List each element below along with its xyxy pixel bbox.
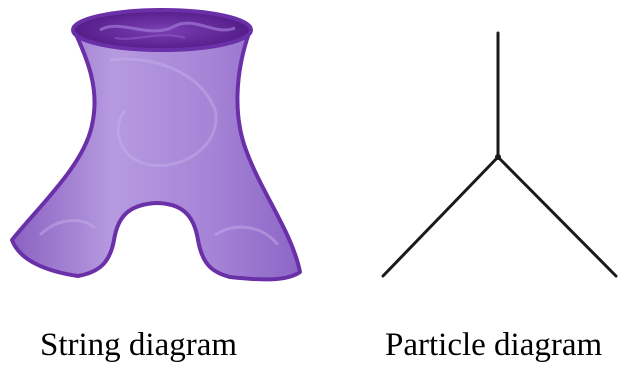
particle-diagram-caption: Particle diagram: [385, 326, 602, 364]
particle-vertex: [495, 154, 501, 160]
particle-diagram: [383, 33, 616, 276]
string-diagram-caption: String diagram: [40, 326, 237, 364]
string-diagram: [12, 10, 300, 279]
string-worldsheet: [12, 30, 300, 279]
particle-line-left: [383, 157, 498, 276]
particle-line-right: [498, 157, 616, 276]
